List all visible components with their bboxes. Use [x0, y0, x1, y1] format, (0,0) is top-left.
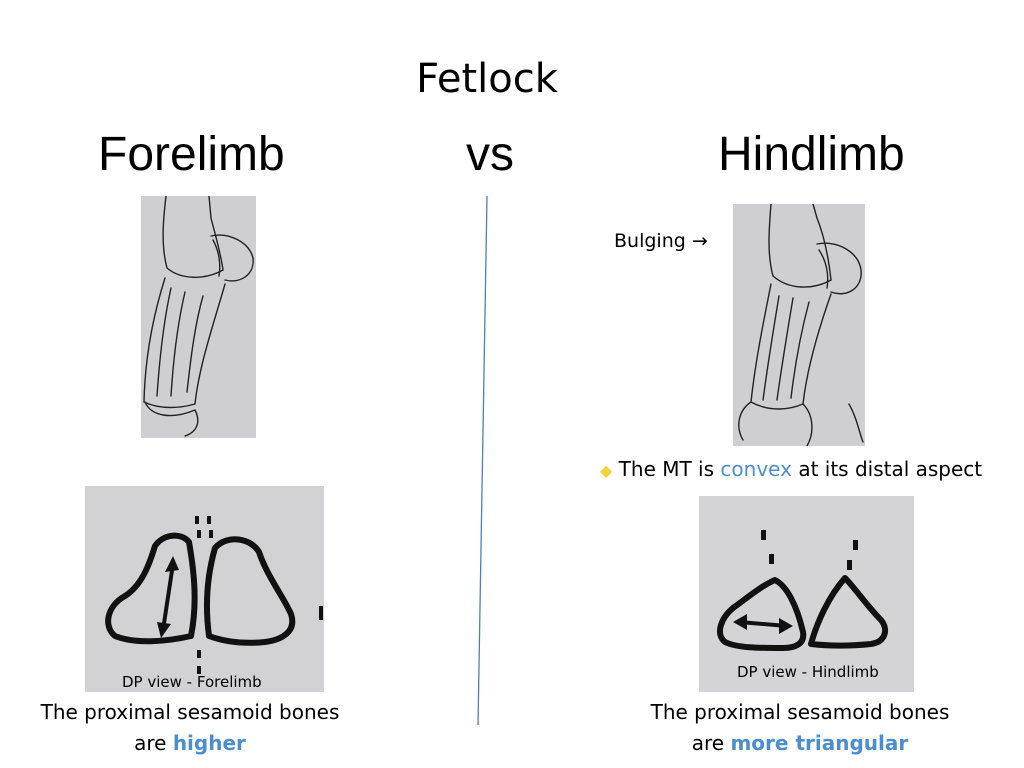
hindlimb-text-prefix: are [691, 731, 725, 755]
hindlimb-sketch-photo [733, 204, 865, 446]
mt-highlight: convex [720, 457, 792, 481]
mt-suffix: at its distal aspect [798, 457, 983, 481]
forelimb-text-line2: are higher [22, 728, 358, 759]
slide-title: Fetlock [416, 56, 558, 102]
hindlimb-text-line1: The proximal sesamoid bones [650, 700, 950, 724]
forelimb-dp-photo [85, 486, 324, 692]
arrow-right-icon: → [691, 230, 708, 252]
bulging-label: Bulging → [614, 230, 708, 252]
hindlimb-text-highlight: more triangular [730, 731, 909, 755]
forelimb-dp-caption: DP view - Forelimb [122, 673, 262, 691]
forelimb-sesamoid-text: The proximal sesamoid bones are higher [22, 697, 358, 759]
forelimb-text-highlight: higher [172, 731, 246, 755]
forelimb-text-line1: The proximal sesamoid bones [40, 700, 340, 724]
forelimb-sketch-photo [141, 196, 256, 438]
divider-line [477, 195, 488, 726]
bullet-diamond-icon: ◆ [600, 461, 613, 480]
hindlimb-heading: Hindlimb [718, 128, 905, 181]
hindlimb-dp-photo [699, 496, 914, 692]
mt-prefix: The MT is [618, 457, 715, 481]
vs-heading: vs [466, 128, 514, 181]
mt-convex-bullet: ◆ The MT is convex at its distal aspect [600, 457, 982, 481]
hindlimb-dp-caption: DP view - Hindlimb [737, 663, 879, 681]
hindlimb-sesamoid-text: The proximal sesamoid bones are more tri… [620, 697, 980, 759]
forelimb-text-prefix: are [134, 731, 167, 755]
bulging-text: Bulging [614, 230, 686, 252]
forelimb-heading: Forelimb [98, 128, 285, 181]
hindlimb-text-line2: are more triangular [620, 728, 980, 759]
